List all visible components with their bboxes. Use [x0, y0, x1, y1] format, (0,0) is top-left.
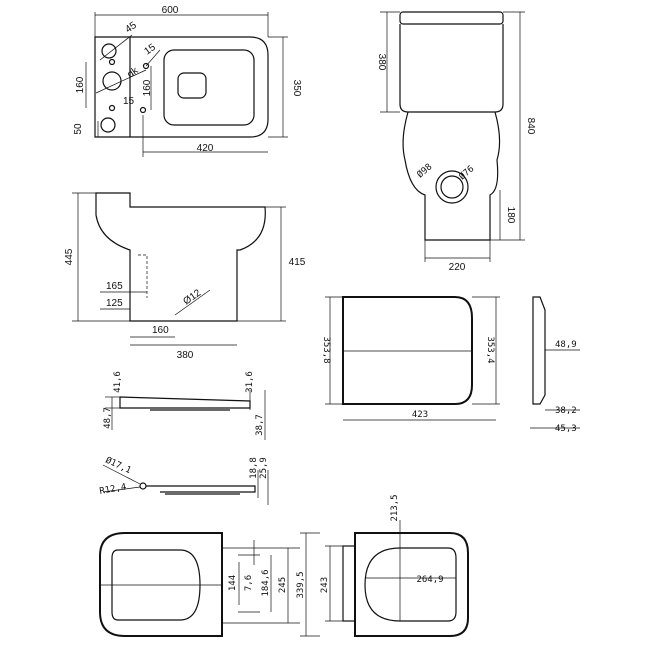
dim-25-9: 25,9 — [259, 457, 269, 479]
dim-48-9: 48,9 — [555, 340, 577, 350]
dim-220: 220 — [449, 262, 466, 273]
dim-350: 350 — [291, 80, 302, 97]
dim-353-8: 353,8 — [321, 336, 331, 363]
dim-165: 165 — [106, 281, 123, 292]
dim-48-7: 48,7 — [103, 407, 113, 429]
dim-125: 125 — [106, 298, 123, 309]
front-view: 380 840 Ø98 Ø76 180 220 — [376, 11, 536, 273]
dim-184-6: 184,6 — [261, 569, 271, 596]
dim-dia98: Ø98 — [415, 161, 435, 180]
dim-243: 243 — [320, 577, 330, 593]
dim-420: 420 — [197, 143, 214, 154]
dim-160-right: 160 — [142, 79, 153, 96]
dim-160-left: 160 — [75, 76, 86, 93]
seat-plan-view: 243 213,5 264,9 — [320, 494, 469, 637]
dim-415: 415 — [289, 257, 306, 268]
seat-profile-1: 41,6 48,7 31,6 38,7 — [103, 371, 266, 440]
dim-r12-4: R12,4 — [99, 482, 127, 497]
dim-840: 840 — [525, 118, 536, 135]
dim-38-7: 38,7 — [255, 414, 265, 436]
dim-445: 445 — [64, 248, 75, 265]
dim-31-6: 31,6 — [245, 371, 255, 393]
seat-top-view: 353,8 353,4 423 — [321, 296, 500, 421]
dim-213-5: 213,5 — [390, 494, 400, 521]
dim-38-2: 38,2 — [555, 406, 577, 416]
dim-380: 380 — [177, 350, 194, 361]
plan-view: 600 45 15 dk 160 160 15 50 350 420 — [73, 5, 302, 157]
dim-353-4: 353,4 — [485, 336, 495, 363]
dim-339-5: 339,5 — [296, 571, 306, 598]
dim-15-lower: 15 — [123, 96, 135, 107]
dim-50: 50 — [73, 123, 84, 135]
seat-side-view: 48,9 38,2 45,3 — [530, 296, 580, 434]
dim-144: 144 — [228, 575, 238, 591]
dim-18-8: 18,8 — [249, 457, 259, 479]
dim-423: 423 — [412, 410, 428, 420]
dim-245: 245 — [278, 577, 288, 593]
dim-7-6: 7,6 — [244, 575, 254, 591]
seat-profile-2: Ø17,1 R12,4 18,8 25,9 — [99, 455, 269, 505]
dim-45-3: 45,3 — [555, 424, 577, 434]
dim-41-6: 41,6 — [113, 371, 123, 393]
dim-380-cistern: 380 — [376, 54, 387, 71]
dim-45: 45 — [123, 20, 139, 36]
dim-180: 180 — [505, 207, 516, 224]
dim-160: 160 — [152, 325, 169, 336]
side-view: 445 415 165 125 Ø12 160 380 — [64, 192, 306, 361]
dim-264-9: 264,9 — [416, 575, 443, 585]
dim-dia12: Ø12 — [181, 287, 203, 307]
seat-bottom-view: 144 7,6 184,6 245 339,5 — [99, 532, 320, 637]
dim-width: 600 — [162, 5, 179, 16]
